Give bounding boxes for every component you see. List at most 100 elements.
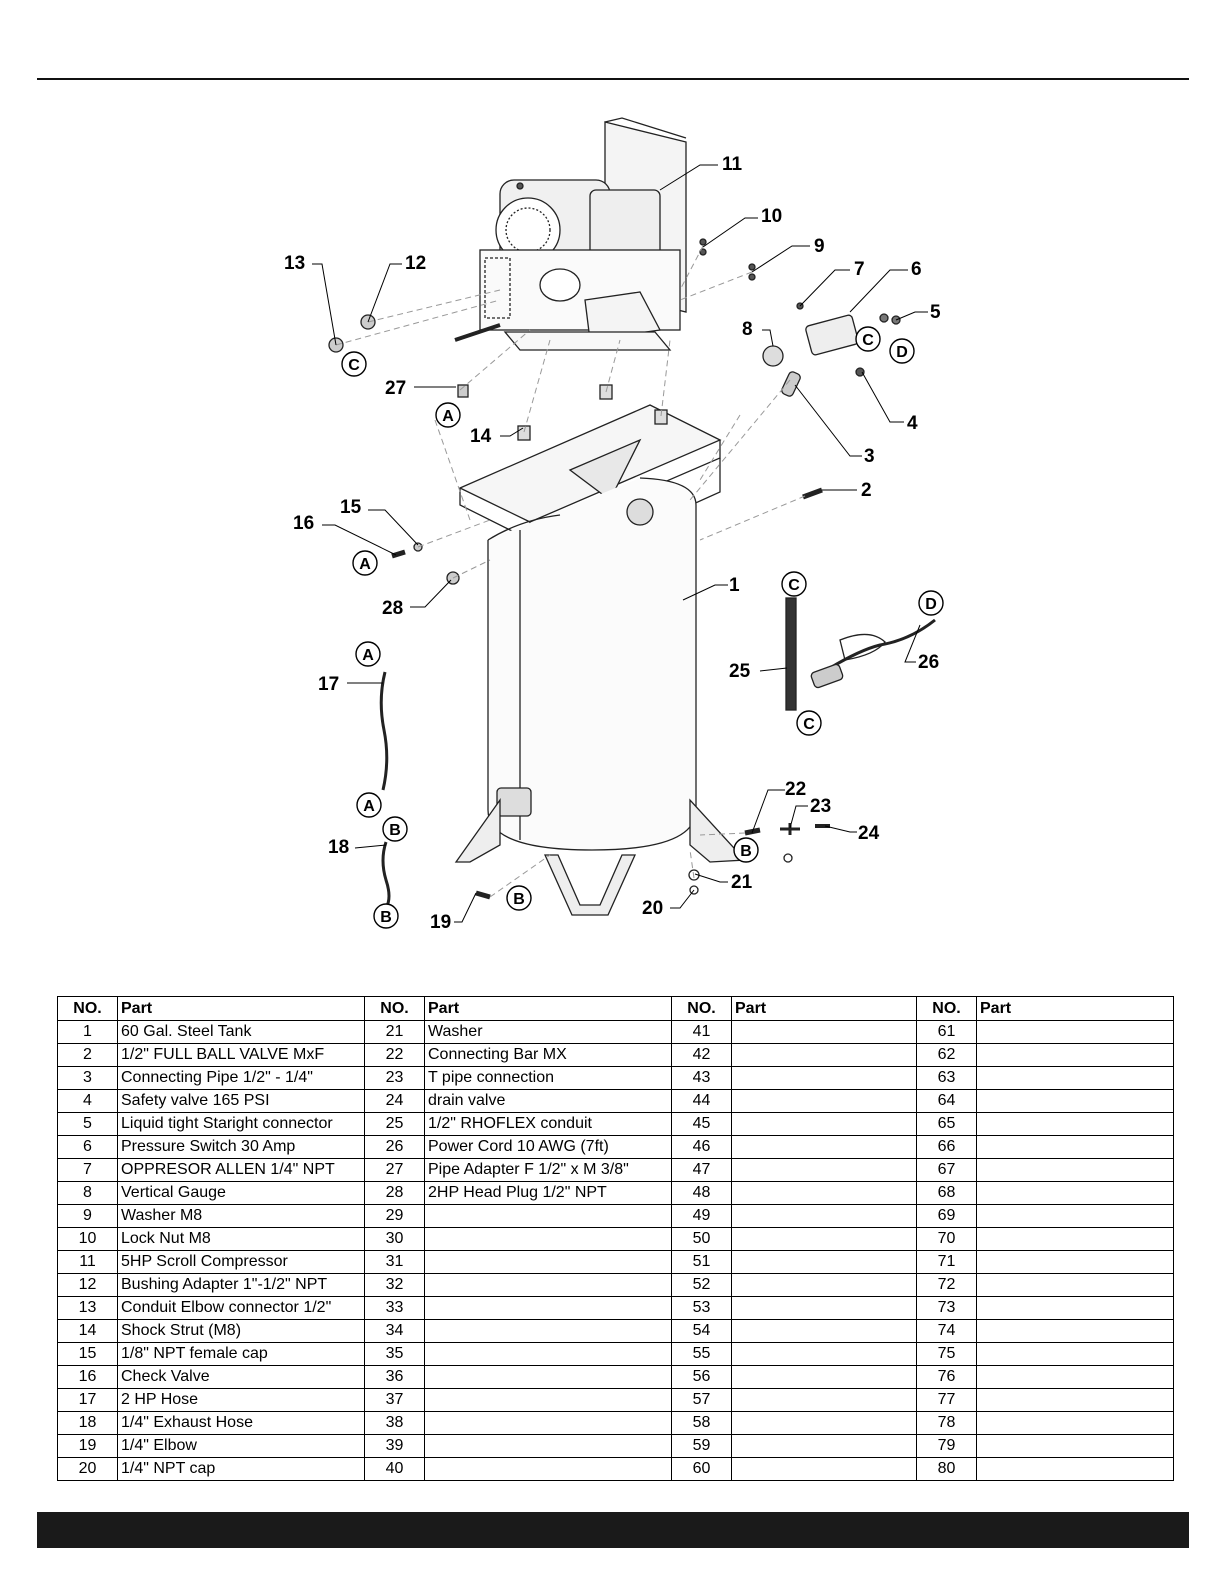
connector-c-label: C xyxy=(788,577,800,594)
part-name-cell: Liquid tight Staright connector xyxy=(117,1112,365,1136)
part-name-cell xyxy=(424,1250,672,1274)
part-name-cell: 1/2" FULL BALL VALVE MxF xyxy=(117,1043,365,1067)
connector-a-label: A xyxy=(359,556,371,573)
callout-18: 18 xyxy=(328,837,349,858)
part-name-cell: Pipe Adapter F 1/2" x M 3/8" xyxy=(424,1158,672,1182)
part-number-cell: 1 xyxy=(57,1020,118,1044)
part-name-cell xyxy=(424,1457,672,1481)
part-number-cell: 22 xyxy=(364,1043,425,1067)
part-number-cell: 78 xyxy=(916,1411,977,1435)
header-no: NO. xyxy=(916,996,977,1021)
part-name-cell: 1/4" NPT cap xyxy=(117,1457,365,1481)
callout-9: 9 xyxy=(814,236,825,257)
part-number-cell: 58 xyxy=(671,1411,732,1435)
part-name-cell: Vertical Gauge xyxy=(117,1181,365,1205)
callout-12: 12 xyxy=(405,253,426,274)
part-name-cell: 1/2" RHOFLEX conduit xyxy=(424,1112,672,1136)
callout-21: 21 xyxy=(731,872,753,893)
part-number-cell: 17 xyxy=(57,1388,118,1412)
part-name-cell xyxy=(976,1204,1174,1228)
part-name-cell xyxy=(731,1319,917,1343)
part-number-cell: 2 xyxy=(57,1043,118,1067)
part-name-cell xyxy=(976,1227,1174,1251)
part-number-cell: 14 xyxy=(57,1319,118,1343)
part-number-cell: 37 xyxy=(364,1388,425,1412)
part-number-cell: 50 xyxy=(671,1227,732,1251)
callout-3: 3 xyxy=(864,446,875,467)
header-part: Part xyxy=(976,996,1174,1021)
part-number-cell: 29 xyxy=(364,1204,425,1228)
part-number-cell: 77 xyxy=(916,1388,977,1412)
part-number-cell: 74 xyxy=(916,1319,977,1343)
part-number-cell: 64 xyxy=(916,1089,977,1113)
part-name-cell xyxy=(731,1158,917,1182)
part-name-cell xyxy=(424,1411,672,1435)
part-number-cell: 41 xyxy=(671,1020,732,1044)
callout-23: 23 xyxy=(810,796,831,817)
part-number-cell: 36 xyxy=(364,1365,425,1389)
part-number-cell: 40 xyxy=(364,1457,425,1481)
part-number-cell: 16 xyxy=(57,1365,118,1389)
callout-7: 7 xyxy=(854,259,865,280)
part-number-cell: 59 xyxy=(671,1434,732,1458)
part-number-cell: 68 xyxy=(916,1181,977,1205)
callout-28: 28 xyxy=(382,598,403,619)
part-name-cell xyxy=(731,1043,917,1067)
callout-14: 14 xyxy=(470,426,492,447)
part-number-cell: 65 xyxy=(916,1112,977,1136)
part-number-cell: 39 xyxy=(364,1434,425,1458)
part-name-cell: drain valve xyxy=(424,1089,672,1113)
part-number-cell: 60 xyxy=(671,1457,732,1481)
part-number-cell: 23 xyxy=(364,1066,425,1090)
part-name-cell xyxy=(976,1158,1174,1182)
callout-numbers: 1 2 3 4 5 6 7 8 9 10 11 12 13 14 15 16 1… xyxy=(284,154,941,933)
callout-10: 10 xyxy=(761,206,782,227)
part-number-cell: 4 xyxy=(57,1089,118,1113)
part-number-cell: 61 xyxy=(916,1020,977,1044)
callout-5: 5 xyxy=(930,302,941,323)
part-number-cell: 9 xyxy=(57,1204,118,1228)
part-name-cell xyxy=(424,1319,672,1343)
part-name-cell xyxy=(731,1204,917,1228)
part-name-cell: 1/4" Exhaust Hose xyxy=(117,1411,365,1435)
part-number-cell: 6 xyxy=(57,1135,118,1159)
callout-6: 6 xyxy=(911,259,922,280)
exploded-parts-diagram: A A A A B B B B C C C C D D 1 2 3 4 5 6 … xyxy=(0,90,1225,970)
part-name-cell xyxy=(976,1066,1174,1090)
part-name-cell xyxy=(976,1135,1174,1159)
part-name-cell: Connecting Pipe 1/2" - 1/4" xyxy=(117,1066,365,1090)
drawing-linework xyxy=(328,117,936,916)
connector-b-label: B xyxy=(389,822,401,839)
part-number-cell: 62 xyxy=(916,1043,977,1067)
part-number-cell: 18 xyxy=(57,1411,118,1435)
part-name-cell xyxy=(976,1181,1174,1205)
connector-d-label: D xyxy=(925,596,937,613)
part-number-cell: 21 xyxy=(364,1020,425,1044)
connector-a-label: A xyxy=(442,408,454,425)
connector-labels: A A A A B B B B C C C C D D xyxy=(348,332,937,926)
part-number-cell: 67 xyxy=(916,1158,977,1182)
connector-a-label: A xyxy=(362,647,374,664)
part-name-cell: 60 Gal. Steel Tank xyxy=(117,1020,365,1044)
callout-24: 24 xyxy=(858,823,880,844)
header-no: NO. xyxy=(57,996,118,1021)
callout-15: 15 xyxy=(340,497,362,518)
part-name-cell: Lock Nut M8 xyxy=(117,1227,365,1251)
part-name-cell xyxy=(731,1342,917,1366)
part-number-cell: 48 xyxy=(671,1181,732,1205)
part-number-cell: 70 xyxy=(916,1227,977,1251)
part-name-cell: Connecting Bar MX xyxy=(424,1043,672,1067)
part-name-cell xyxy=(424,1342,672,1366)
connector-circles xyxy=(341,326,944,929)
part-name-cell xyxy=(731,1020,917,1044)
part-name-cell xyxy=(731,1066,917,1090)
